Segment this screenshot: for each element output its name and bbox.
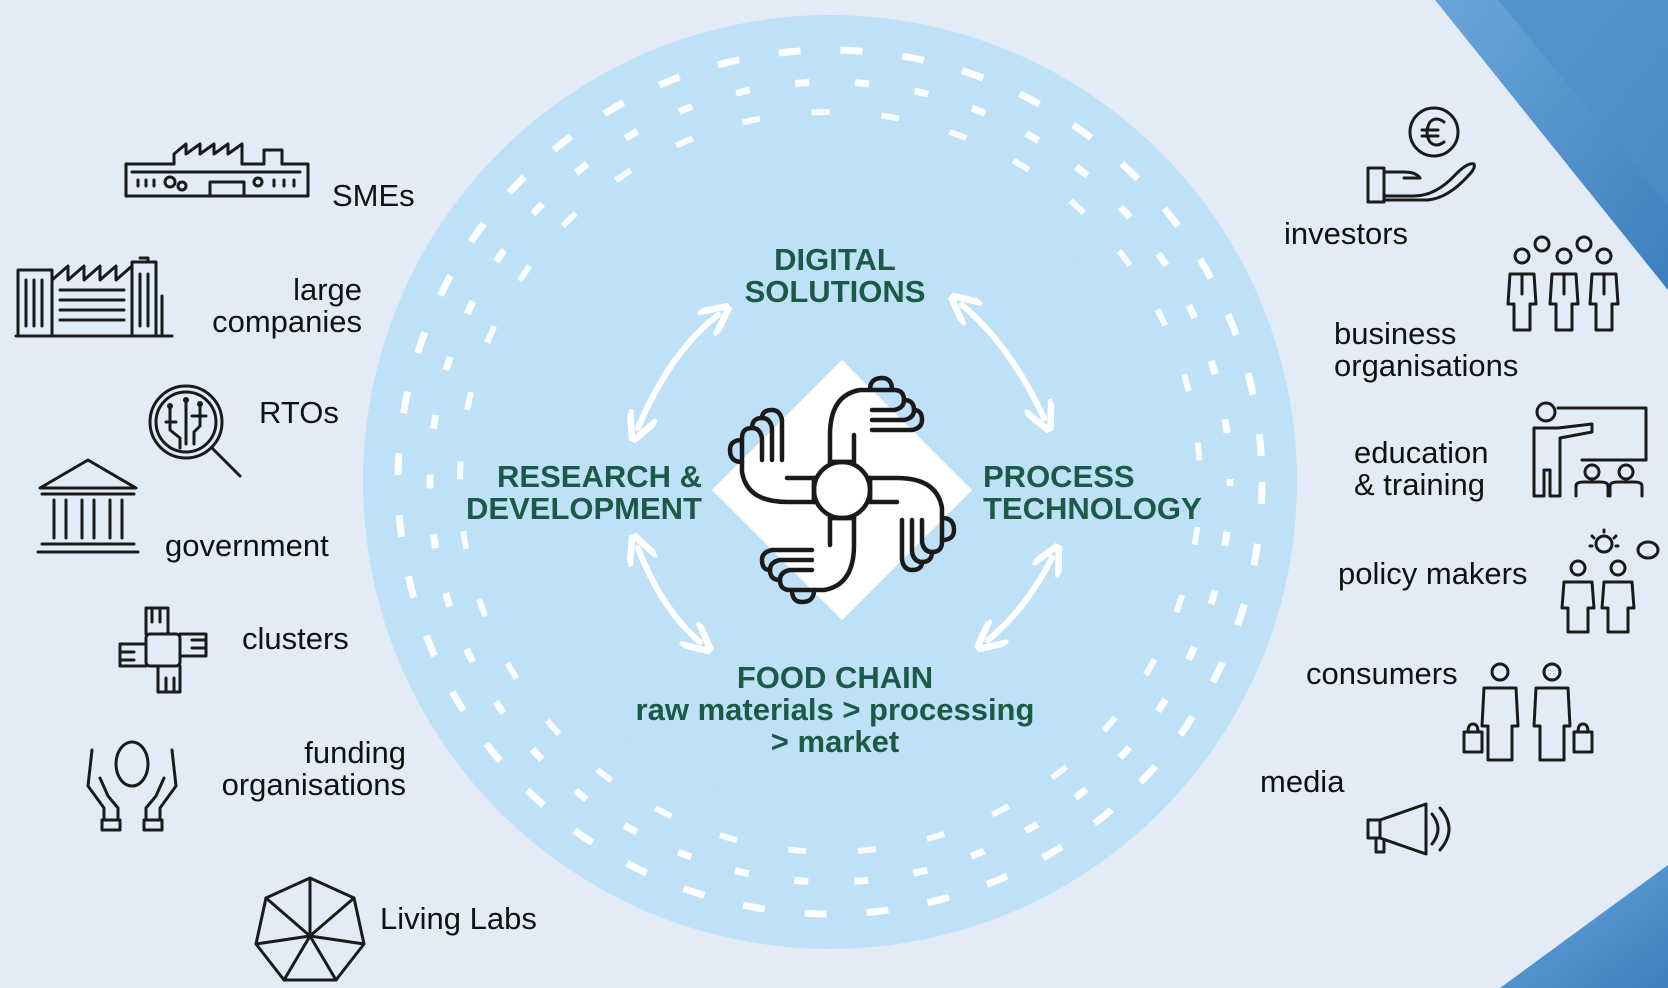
label-large-companies: large companies: [186, 274, 362, 338]
label-investors-line1: investors: [1284, 216, 1409, 251]
label-government-line1: government: [165, 528, 329, 563]
magnifier-circuit-icon: [146, 382, 246, 482]
label-large-line2: companies: [212, 304, 362, 339]
city-buildings-icon: [14, 256, 174, 338]
core-food-chain: FOOD CHAIN raw materials > processing > …: [590, 662, 1080, 758]
label-media: media: [1260, 766, 1344, 798]
corner-accent-bottom: [1500, 865, 1668, 988]
label-consumers-line1: consumers: [1306, 656, 1458, 691]
core-research-line2: DEVELOPMENT: [466, 491, 702, 526]
label-policy-makers: policy makers: [1338, 558, 1528, 590]
label-education-training: education & training: [1354, 437, 1488, 501]
cycle-arrows: [638, 305, 1052, 642]
label-education-line1: education: [1354, 435, 1489, 470]
core-food-line2: raw materials > processing: [635, 692, 1035, 727]
shoppers-icon: [1462, 662, 1596, 762]
label-business-line2: organisations: [1334, 348, 1519, 383]
factory-icon: [124, 142, 310, 198]
hands-egg-icon: [82, 736, 182, 832]
core-food-line3: > market: [770, 724, 900, 759]
megaphone-icon: [1366, 800, 1462, 858]
core-process-line2: TECHNOLOGY: [983, 491, 1202, 526]
label-media-line1: media: [1260, 764, 1345, 799]
hands-icon: [727, 375, 957, 605]
label-clusters-line1: clusters: [242, 621, 349, 656]
label-rtos-line1: RTOs: [259, 395, 339, 430]
core-food-line1: FOOD CHAIN: [736, 660, 934, 695]
label-education-line2: & training: [1354, 467, 1485, 502]
label-investors: investors: [1284, 218, 1408, 250]
label-government: government: [165, 530, 329, 562]
core-digital-solutions: DIGITAL SOLUTIONS: [700, 244, 970, 308]
label-living-labs-line1: Living Labs: [380, 901, 537, 936]
business-people-icon: [1502, 234, 1624, 334]
label-living-labs: Living Labs: [380, 903, 537, 935]
policy-makers-icon: [1556, 528, 1660, 634]
label-large-line1: large: [293, 272, 362, 307]
label-policy-line1: policy makers: [1338, 556, 1528, 591]
label-funding-line2: organisations: [221, 767, 406, 802]
label-rtos: RTOs: [259, 397, 339, 429]
label-smes-line1: SMEs: [332, 178, 415, 213]
core-digital-line2: SOLUTIONS: [744, 274, 926, 309]
euro-hand-icon: [1364, 106, 1476, 204]
core-process-technology: PROCESS TECHNOLOGY: [983, 461, 1253, 525]
label-business-organisations: business organisations: [1334, 318, 1518, 382]
heptagon-icon: [254, 876, 366, 984]
core-digital-line1: DIGITAL: [774, 242, 896, 277]
government-building-icon: [36, 458, 140, 556]
label-funding-line1: funding: [304, 735, 406, 770]
core-process-line1: PROCESS: [983, 459, 1135, 494]
dashed-rings: [394, 46, 1266, 918]
teacher-board-icon: [1530, 400, 1652, 498]
core-research-development: RESEARCH & DEVELOPMENT: [410, 461, 702, 525]
label-funding-organisations: funding organisations: [196, 737, 406, 801]
label-clusters: clusters: [242, 623, 349, 655]
label-smes: SMEs: [332, 180, 415, 212]
core-research-line1: RESEARCH &: [497, 459, 702, 494]
hands-cluster-icon: [116, 604, 210, 696]
label-consumers: consumers: [1306, 658, 1458, 690]
label-business-line1: business: [1334, 316, 1457, 351]
